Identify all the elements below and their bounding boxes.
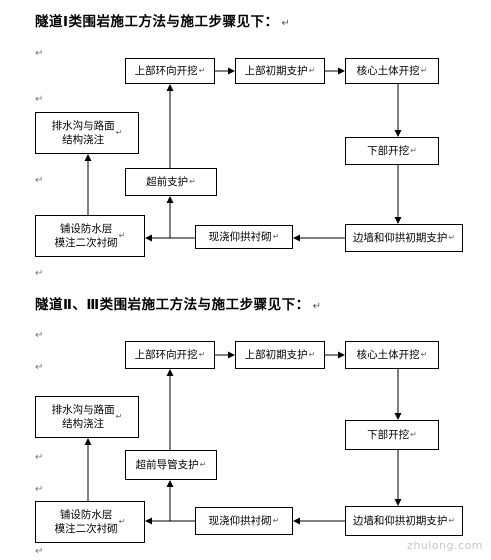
- s1-cast-invert-lining-box: 现浇仰拱衬砌↵: [195, 225, 293, 249]
- paragraph-mark: ↵: [35, 546, 44, 557]
- paragraph-mark: ↵: [35, 362, 44, 373]
- s2-side-wall-invert-support-box: 边墙和仰拱初期支护↵: [345, 506, 463, 536]
- watermark-text: zhulong.com: [407, 539, 483, 552]
- s2-cast-invert-lining-box: 现浇仰拱衬砌↵: [195, 507, 293, 535]
- s1-advance-support-box: 超前支护↵: [125, 168, 217, 196]
- s2-drainage-pavement-box: 排水沟与路面 结构浇注↵: [35, 396, 139, 438]
- s1-top-initial-support-box: 上部初期支护↵: [235, 58, 325, 84]
- s1-top-ring-excavation-box: 上部环向开挖↵: [125, 58, 215, 84]
- paragraph-mark: ↵: [35, 484, 44, 495]
- s2-lower-excavation-box: 下部开挖↵: [345, 420, 439, 450]
- section-1-heading: 隧道Ⅰ类围岩施工方法与施工步骤见下：↵: [35, 14, 291, 30]
- s2-top-ring-excavation-box: 上部环向开挖↵: [125, 341, 215, 369]
- s2-top-initial-support-box: 上部初期支护↵: [235, 341, 325, 369]
- s1-lower-excavation-box: 下部开挖↵: [345, 137, 439, 165]
- paragraph-mark: ↵: [35, 175, 44, 186]
- s1-drainage-pavement-box: 排水沟与路面 结构浇注↵: [35, 112, 139, 154]
- paragraph-mark: ↵: [35, 330, 44, 341]
- paragraph-mark: ↵: [35, 48, 44, 59]
- s1-side-wall-invert-support-box: 边墙和仰拱初期支护↵: [345, 224, 463, 252]
- s2-waterproof-secondary-lining-box: 铺设防水层 模注二次衬砌↵: [35, 501, 145, 543]
- paragraph-mark: ↵: [35, 452, 44, 463]
- s2-core-excavation-box: 核心土体开挖↵: [345, 341, 439, 369]
- s1-core-excavation-box: 核心土体开挖↵: [345, 58, 439, 84]
- s2-advance-pipe-support-box: 超前导管支护↵: [125, 450, 217, 480]
- paragraph-mark: ↵: [35, 94, 44, 105]
- paragraph-mark: ↵: [35, 268, 44, 279]
- s1-waterproof-secondary-lining-box: 铺设防水层 模注二次衬砌↵: [35, 215, 145, 257]
- section-2-heading: 隧道Ⅱ、Ⅲ类围岩施工方法与施工步骤见下：↵: [35, 297, 322, 313]
